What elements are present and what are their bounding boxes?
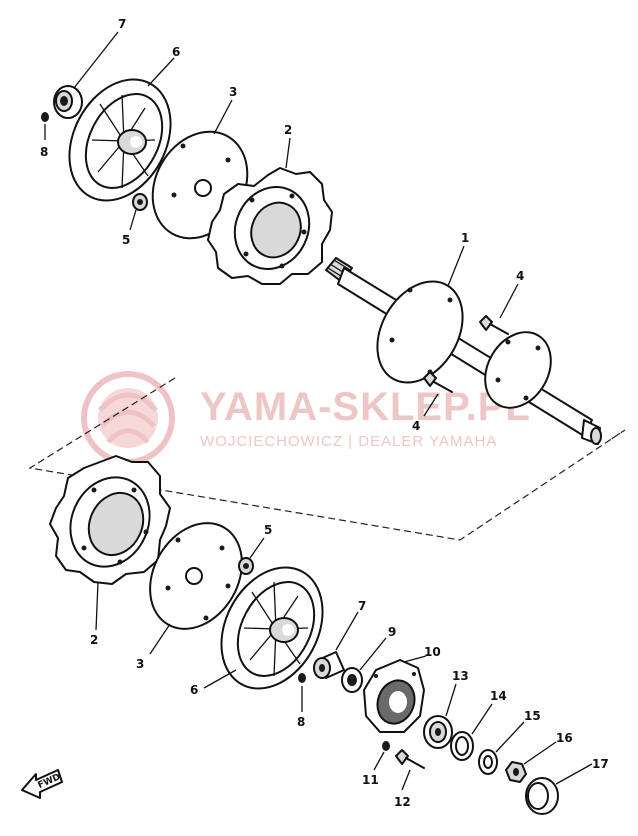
label-bot-15: 15 xyxy=(524,709,541,723)
watermark-logo-icon xyxy=(81,371,175,465)
label-bot-14: 14 xyxy=(490,689,507,703)
watermark-title: YAMA-SKLEP.PL xyxy=(200,385,531,429)
label-bot-12: 12 xyxy=(394,795,411,809)
part-5-nut-top xyxy=(132,193,148,211)
label-top-4b: 4 xyxy=(412,419,420,433)
label-bot-6: 6 xyxy=(190,683,198,697)
part-8-nut-bottom xyxy=(298,673,306,683)
part-11-nut xyxy=(382,741,390,751)
part-16-nut xyxy=(505,761,527,783)
part-3-plate-bottom xyxy=(149,522,243,630)
label-bot-13: 13 xyxy=(452,669,469,683)
label-bot-10: 10 xyxy=(424,645,441,659)
part-7-bearing-top xyxy=(53,85,83,119)
part-4-bolt-upper xyxy=(479,315,509,335)
part-15-washer xyxy=(478,749,498,775)
part-13-bearing xyxy=(423,715,453,749)
part-5-nut-bottom xyxy=(238,557,254,575)
part-2-sprocket-top xyxy=(207,167,333,285)
label-top-5: 5 xyxy=(122,233,130,247)
part-1-shaft xyxy=(325,257,602,445)
part-7-bearing-bottom xyxy=(313,651,345,679)
part-17-cap xyxy=(525,777,559,815)
watermark: YAMA-SKLEP.PL WOJCIECHOWICZ | DEALER YAM… xyxy=(81,371,531,465)
part-12-bolt xyxy=(395,749,425,769)
label-top-4a: 4 xyxy=(516,269,524,283)
part-14-snap-ring xyxy=(450,731,474,761)
label-bot-17: 17 xyxy=(592,757,609,771)
assembly-outline xyxy=(28,377,626,541)
label-bot-9: 9 xyxy=(388,625,396,639)
part-9-seal xyxy=(341,667,363,693)
label-bot-16: 16 xyxy=(556,731,573,745)
label-bot-3: 3 xyxy=(136,657,144,671)
part-10-housing xyxy=(363,659,425,733)
part-2-sprocket-bottom xyxy=(49,455,171,585)
part-8-nut-top xyxy=(41,112,49,122)
label-bot-11: 11 xyxy=(362,773,379,787)
part-6-wheel-bottom xyxy=(220,566,324,690)
label-top-1: 1 xyxy=(461,231,469,245)
label-bot-2: 2 xyxy=(90,633,98,647)
watermark-subtitle: WOJCIECHOWICZ | DEALER YAMAHA xyxy=(200,433,497,450)
label-bot-5: 5 xyxy=(264,523,272,537)
label-bot-7: 7 xyxy=(358,599,366,613)
label-top-7: 7 xyxy=(118,17,126,31)
label-top-3: 3 xyxy=(229,85,237,99)
label-bot-8: 8 xyxy=(297,715,305,729)
fwd-arrow-icon: FWD xyxy=(21,769,63,799)
label-top-2: 2 xyxy=(284,123,292,137)
label-top-6: 6 xyxy=(172,45,180,59)
label-top-8: 8 xyxy=(40,145,48,159)
part-4-bolt-lower xyxy=(423,371,453,393)
